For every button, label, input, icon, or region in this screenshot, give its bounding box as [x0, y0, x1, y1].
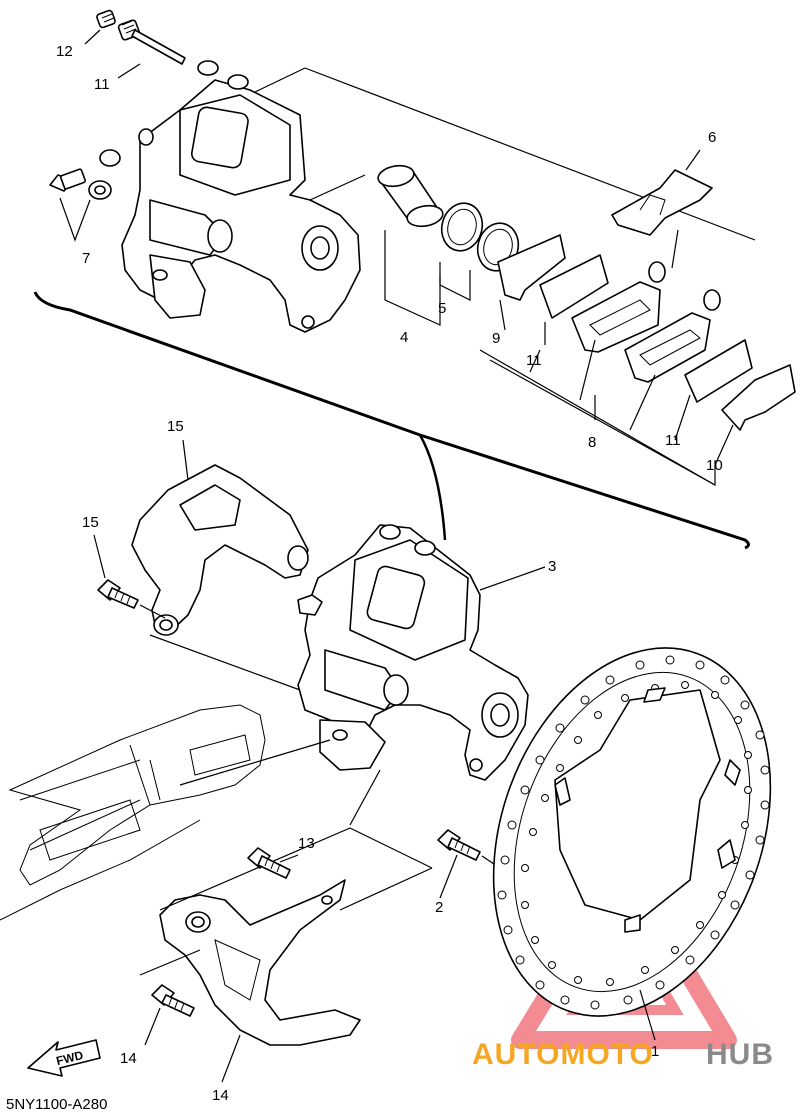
callout-17: 15: [82, 514, 99, 531]
callout-14: 14: [212, 1087, 229, 1104]
callout-5: 5: [438, 300, 446, 317]
callout-8: 8: [588, 434, 596, 451]
part-2-disc-bolt: [437, 829, 481, 861]
part-12-pin: [117, 19, 186, 65]
callout-13: 12: [56, 43, 73, 60]
part-13-bleed-screw: [96, 9, 116, 29]
callout-12: 11: [94, 76, 110, 93]
caliper-assembly-group: [0, 439, 772, 1083]
part-1-brake-disc: [492, 647, 772, 1017]
callout-1: 1: [651, 1043, 659, 1060]
callout-15-lower: 14: [120, 1050, 137, 1067]
watermark-part1: AUTOMOTO: [472, 1038, 654, 1071]
watermark-logo: AUTOMOTO HUB: [472, 1038, 774, 1071]
part-10-shim: [721, 364, 796, 431]
callout-4: 4: [400, 329, 408, 346]
callout-3: 3: [548, 558, 556, 575]
diagram-code: 5NY1100-A280: [6, 1096, 108, 1113]
part-9-shim: [497, 234, 566, 301]
part-15-bolt-lower: [151, 984, 195, 1017]
callout-2: 2: [435, 899, 443, 916]
part-caliper-body-upper: [121, 60, 361, 333]
callout-11-upper: 11: [526, 352, 542, 369]
part-7-union-bolt: [49, 149, 121, 200]
callout-9: 9: [492, 330, 500, 347]
forward-arrow-icon: FWD: [27, 1039, 101, 1077]
callout-11-lower: 11: [665, 432, 681, 449]
part-15-bolt-upper: [247, 847, 291, 879]
part-11-insulator-b: [684, 339, 753, 403]
part-4-piston: [377, 164, 444, 228]
callout-10: 10: [706, 457, 723, 474]
part-3-caliper-assembly: [297, 524, 529, 781]
part-11-insulator-a: [539, 254, 609, 319]
callout-7: 7: [82, 250, 90, 267]
part-17-bolt: [97, 579, 139, 609]
part-8-pad-kit: [571, 261, 721, 383]
swingarm-outline: [0, 704, 266, 921]
caliper-exploded-group: [33, 9, 796, 550]
part-16-caliper-bracket: [131, 464, 309, 636]
callout-15-upper: 13: [298, 835, 315, 852]
part-6-pad-spring: [611, 169, 713, 236]
callout-16: 15: [167, 418, 184, 435]
callout-6: 6: [708, 129, 716, 146]
fwd-text: FWD: [55, 1048, 85, 1068]
part-14-disc-guard: [159, 879, 361, 1046]
watermark-part2: HUB: [706, 1038, 774, 1071]
